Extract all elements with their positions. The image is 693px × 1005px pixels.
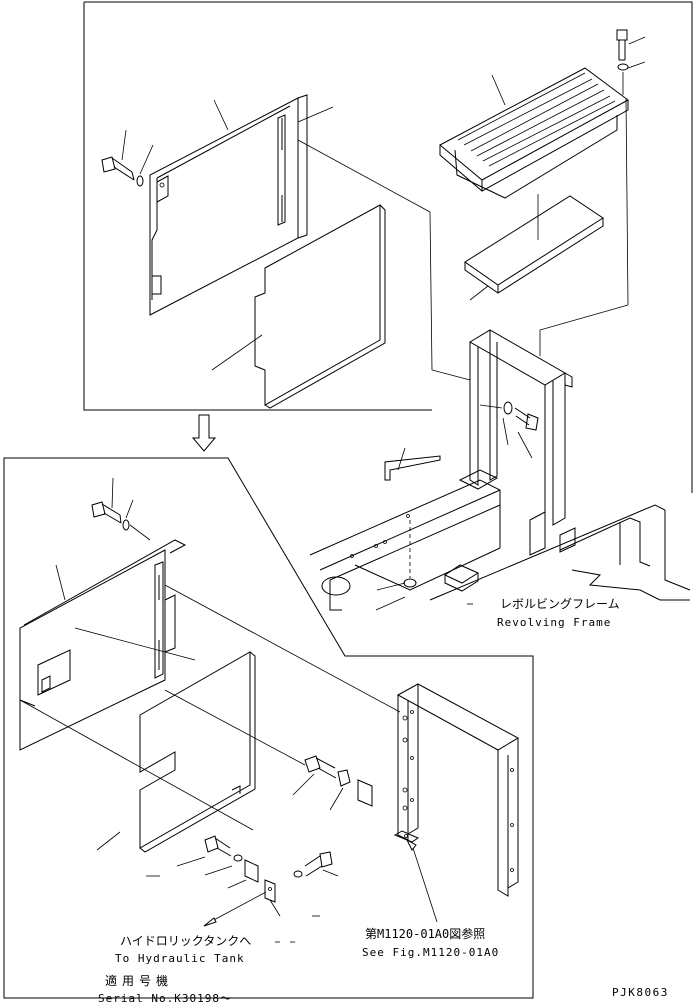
revolving-frame <box>309 455 691 611</box>
lower-bolt-small-2 <box>264 851 333 903</box>
leader-arrow-icon <box>203 891 267 927</box>
upper-bolt-top-right <box>616 29 629 95</box>
revolving-frame-label-en: Revolving Frame <box>497 616 611 629</box>
down-arrow-icon <box>191 414 217 452</box>
upper-seal-strip <box>464 195 604 294</box>
leader-arrow-icon <box>405 838 438 923</box>
lower-bolt-small-1 <box>204 835 259 883</box>
lower-cover-plate <box>19 539 187 751</box>
upper-cover-plate <box>149 94 308 316</box>
upper-foam-pad <box>254 204 386 409</box>
serial-label-jp: 適用号機 <box>105 973 173 988</box>
hydraulic-tank-label-jp: ハイドロリックタンクへ <box>120 934 251 948</box>
upper-detail-frame <box>83 1 693 493</box>
lower-foam-pad <box>139 651 256 853</box>
see-fig-label-en: See Fig.M1120-01A0 <box>362 946 499 959</box>
upper-bracket <box>458 329 573 530</box>
drawing-code: PJK8063 <box>612 986 669 999</box>
see-fig-label-jp: 第M1120-01A0図参照 <box>365 926 485 941</box>
serial-label-en: Serial No.K30198～ <box>98 992 232 1005</box>
lower-bracket <box>393 683 520 897</box>
hydraulic-tank-label-en: To Hydraulic Tank <box>115 952 245 965</box>
upper-bolt-left <box>101 156 144 187</box>
revolving-frame-label-jp: レボルビングフレーム <box>500 597 620 611</box>
upper-grille <box>439 67 629 199</box>
lower-bolt-mid <box>304 755 373 807</box>
lower-detail-frame <box>3 457 534 999</box>
upper-bolt-bracket <box>503 401 539 431</box>
lower-bolt-top-left <box>91 501 130 531</box>
